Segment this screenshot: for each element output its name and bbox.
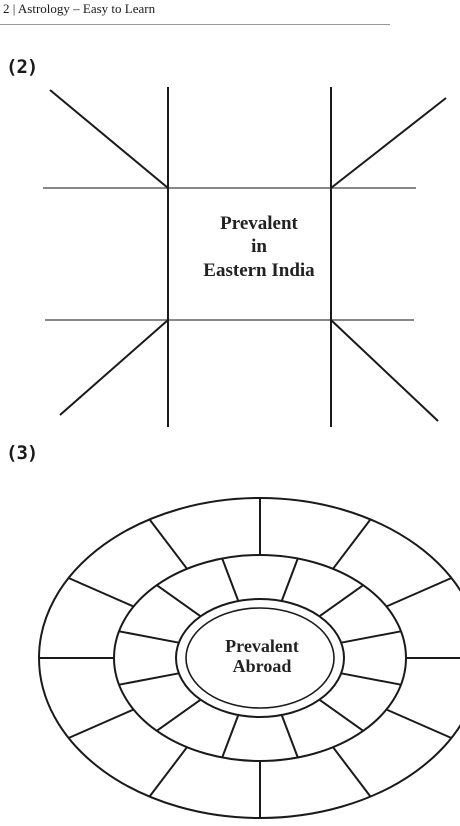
chart3-spoke [221, 714, 240, 758]
chart2-bottom-left-diagonal [59, 319, 169, 416]
chart3-spoke [148, 518, 188, 570]
chart3-spoke [318, 698, 364, 732]
chart3-spoke [156, 584, 202, 618]
chart3-spoke [148, 746, 188, 798]
chart3-inner-ring [175, 598, 345, 718]
chart3-spoke [156, 698, 202, 732]
chart3-spoke [332, 518, 372, 570]
chart3-spoke [68, 708, 135, 739]
chart2-bottom-right-diagonal [330, 319, 439, 422]
chart3-inner-ring-double [185, 607, 335, 709]
chart3-spoke [118, 672, 180, 686]
chart3-radial-spokes [39, 498, 460, 818]
chart3-spoke [318, 584, 364, 618]
chart3-center-line-1: Prevalent [225, 636, 299, 656]
chart3-spoke [280, 558, 299, 602]
eastern-india-chart-diagram: Prevalent in Eastern India [43, 87, 447, 427]
chart3-spoke [340, 630, 402, 644]
running-head: 2 | Astrology – Easy to Learn [3, 1, 156, 16]
figure-2-label: (2) [6, 56, 38, 78]
chart3-center-line-2: Abroad [233, 656, 292, 676]
chart3-spoke [340, 672, 402, 686]
chart3-spoke [332, 746, 372, 798]
chart3-spoke [385, 577, 452, 608]
chart2-center-line-1: Prevalent [220, 213, 298, 234]
chart2-top-left-diagonal [49, 89, 169, 189]
chart3-spoke [118, 630, 180, 644]
chart2-top-right-diagonal [330, 97, 447, 189]
chart3-spoke [280, 714, 299, 758]
chart3-spoke [221, 558, 240, 602]
figure-3-label: (3) [6, 442, 38, 464]
chart3-spoke [385, 708, 452, 739]
header-rule [0, 24, 390, 25]
chart2-center-line-3: Eastern India [203, 260, 315, 281]
chart3-spoke [68, 577, 135, 608]
chart2-center-line-2: in [251, 236, 267, 257]
